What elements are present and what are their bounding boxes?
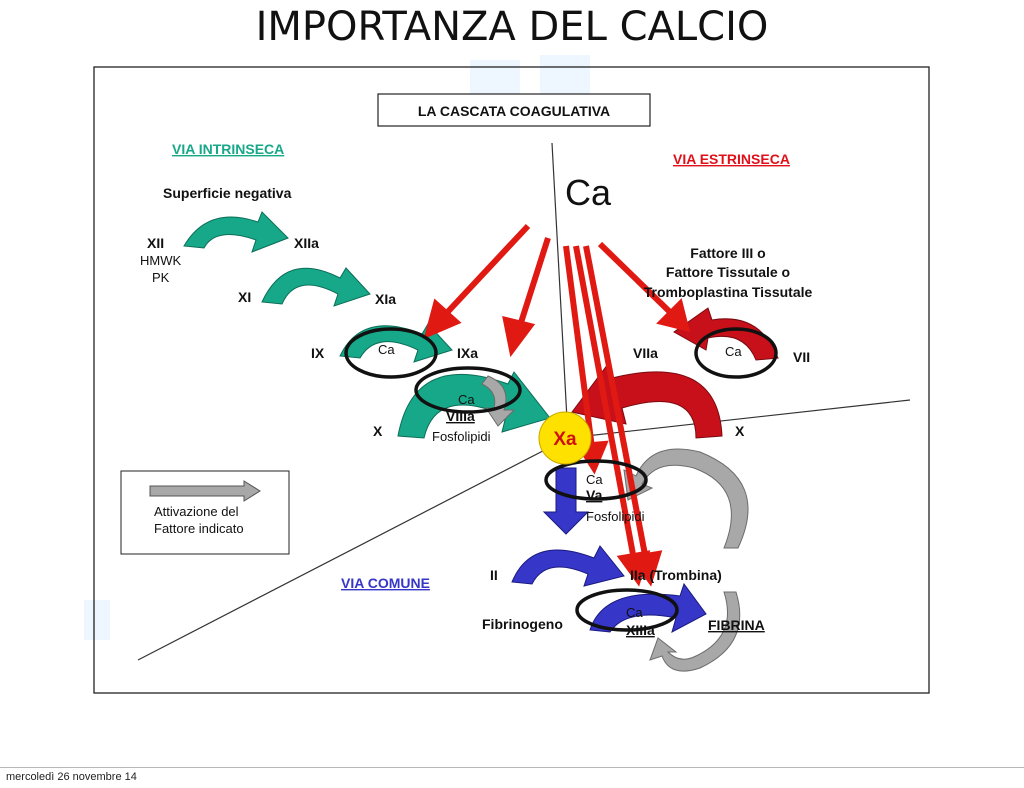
xa-label: Xa bbox=[553, 429, 577, 450]
diagram-frame bbox=[93, 66, 930, 694]
ca-circle-viii bbox=[414, 366, 522, 414]
label-viia: VIIa bbox=[633, 345, 658, 361]
header-common: VIA COMUNE bbox=[341, 575, 430, 591]
label-xiiia: XIIIa bbox=[626, 622, 655, 638]
label-va: Va bbox=[586, 487, 603, 503]
calcium-arrows bbox=[423, 223, 691, 587]
arrow-thrombin-feedback-va bbox=[623, 448, 749, 549]
legend-line1: Attivazione del bbox=[154, 504, 239, 519]
label-factor-line3: Tromboplastina Tissutale bbox=[644, 284, 813, 300]
label-ca-va: Ca bbox=[586, 472, 603, 487]
footer-date: mercoledì 26 novembre 14 bbox=[6, 771, 137, 783]
label-ii: II bbox=[490, 567, 498, 583]
ca-circle-ix bbox=[344, 327, 438, 379]
label-xi: XI bbox=[238, 289, 251, 305]
legend: Attivazione del Fattore indicato bbox=[120, 470, 290, 555]
arrow-fibrinogen-to-fibrin bbox=[589, 582, 707, 633]
intrinsic-arrows bbox=[183, 211, 551, 439]
legend-arrow-icon bbox=[149, 480, 261, 502]
cascade-title: LA CASCATA COAGULATIVA bbox=[418, 103, 610, 119]
label-x-extrinsic: X bbox=[735, 423, 745, 439]
label-xii: XII bbox=[147, 235, 164, 251]
label-factor-line1: Fattore III o bbox=[690, 245, 765, 261]
footer-divider bbox=[0, 767, 1024, 768]
label-hmwk: HMWK bbox=[140, 253, 181, 268]
common-arrows bbox=[511, 467, 707, 633]
calcium-label: Ca bbox=[565, 172, 612, 213]
label-ca-viii: Ca bbox=[458, 392, 475, 407]
ca-arrow-to-va bbox=[563, 245, 595, 449]
label-vii: VII bbox=[793, 349, 810, 365]
legend-line2: Fattore indicato bbox=[154, 521, 244, 536]
ca-arrow-to-ix bbox=[439, 223, 531, 321]
calcium-circles bbox=[344, 327, 778, 632]
gray-arrows bbox=[481, 375, 749, 672]
surface-label: Superficie negativa bbox=[163, 185, 292, 201]
label-pk: PK bbox=[152, 270, 170, 285]
header-intrinsic: VIA INTRINSECA bbox=[172, 141, 284, 157]
label-fibrinogen: Fibrinogeno bbox=[482, 616, 563, 632]
arrow-xi-to-xia bbox=[261, 267, 371, 307]
arrow-x-to-xa-extrinsic bbox=[571, 362, 723, 439]
divider-vertical bbox=[551, 142, 569, 439]
background-watermark bbox=[84, 55, 590, 640]
arrow-xii-to-xiia bbox=[183, 211, 289, 253]
divider-right bbox=[567, 399, 911, 439]
arrow-xa-down bbox=[542, 467, 590, 535]
arrow-x-to-xa bbox=[397, 371, 551, 439]
label-xia: XIa bbox=[375, 291, 396, 307]
arrow-thrombin-feedback-xiii bbox=[649, 591, 741, 672]
label-ca-ix: Ca bbox=[378, 342, 395, 357]
ca-arrow-to-xiii-b bbox=[583, 245, 649, 561]
label-ca-xiii: Ca bbox=[626, 605, 643, 620]
ca-circle-vii bbox=[694, 327, 778, 379]
ca-arrow-to-xiii-a bbox=[573, 245, 637, 561]
label-ix: IX bbox=[311, 345, 325, 361]
ca-circle-xiii bbox=[575, 588, 679, 632]
label-phospholipids-intrinsic: Fosfolipidi bbox=[432, 429, 491, 444]
ca-circle-va bbox=[544, 459, 648, 501]
label-phospholipids-common: Fosfolipidi bbox=[586, 509, 645, 524]
legend-box bbox=[120, 470, 290, 555]
ca-arrow-to-vii bbox=[597, 241, 675, 317]
label-ixa: IXa bbox=[457, 345, 478, 361]
label-xiia: XIIa bbox=[294, 235, 319, 251]
label-iia: IIa (Trombina) bbox=[630, 567, 722, 583]
divider-left bbox=[137, 437, 569, 661]
xa-circle bbox=[538, 411, 592, 465]
arrow-vii-to-viia bbox=[673, 307, 779, 361]
arrow-ii-to-iia bbox=[511, 545, 625, 587]
label-fibrin: FIBRINA bbox=[708, 617, 765, 633]
cascade-title-box bbox=[377, 93, 651, 127]
ca-arrow-to-viii bbox=[515, 237, 551, 333]
label-factor-line2: Fattore Tissutale o bbox=[666, 264, 790, 280]
label-viiia: VIIIa bbox=[446, 408, 475, 424]
header-extrinsic: VIA ESTRINSECA bbox=[673, 151, 790, 167]
label-ca-vii: Ca bbox=[725, 344, 742, 359]
slide-title: IMPORTANZA DEL CALCIO bbox=[255, 4, 769, 50]
arrow-viiia-activation bbox=[481, 375, 516, 427]
label-x-intrinsic: X bbox=[373, 423, 383, 439]
